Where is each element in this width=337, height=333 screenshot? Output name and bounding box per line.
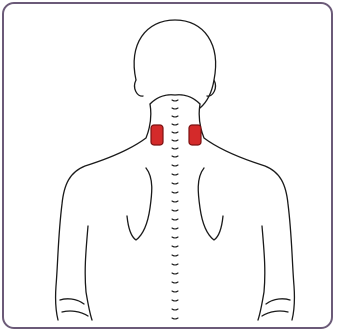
left-elbow-lower xyxy=(62,311,88,316)
spine-markers xyxy=(172,100,178,319)
nape-line xyxy=(150,95,200,104)
right-elbow-lower xyxy=(262,311,288,316)
left-neck-shoulder-outline xyxy=(56,104,151,320)
right-shoulder-blade xyxy=(198,168,223,240)
left-elbow xyxy=(60,299,84,304)
left-electrode-pad xyxy=(151,125,163,145)
right-electrode-pad xyxy=(189,125,201,145)
right-elbow xyxy=(266,299,290,304)
left-ear xyxy=(135,80,143,96)
left-inner-arm-line xyxy=(85,226,92,320)
left-shoulder-blade xyxy=(127,168,152,240)
right-inner-arm-line xyxy=(258,226,265,320)
right-neck-shoulder-outline xyxy=(199,104,294,320)
